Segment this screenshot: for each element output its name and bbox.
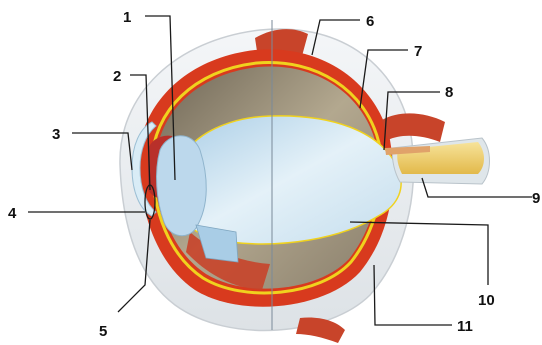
callout-label-2: 2: [113, 68, 121, 85]
callout-label-8: 8: [445, 84, 453, 101]
callout-label-6: 6: [366, 13, 374, 30]
callout-label-9: 9: [532, 190, 540, 207]
callout-label-7: 7: [414, 43, 422, 60]
callout-label-1: 1: [123, 9, 131, 26]
callout-label-10: 10: [478, 292, 495, 309]
callout-label-4: 4: [8, 205, 17, 222]
callout-label-11: 11: [457, 318, 473, 335]
lower-muscle: [296, 318, 345, 344]
callout-label-5: 5: [99, 323, 107, 340]
callout-label-3: 3: [52, 126, 60, 143]
lens: [157, 136, 207, 236]
extraocular-muscle: [382, 113, 445, 142]
